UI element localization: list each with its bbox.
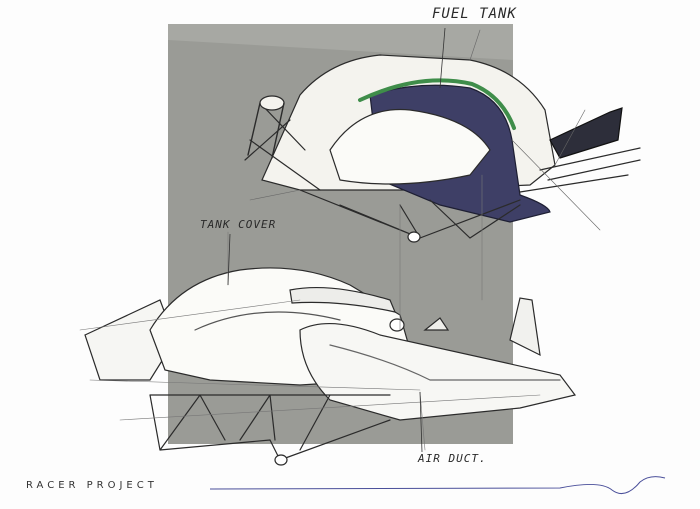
frame-pivot-bolt (407, 231, 421, 243)
upper-fuel-tank-sketch (244, 29, 641, 243)
air-duct-label: AIR DUCT. (418, 452, 487, 465)
intake-slot (289, 286, 396, 313)
duct-clamp-bolt (389, 318, 405, 332)
fuel-tank-leader (439, 27, 446, 89)
upper-frame-tubes (244, 104, 521, 239)
green-trim-strip (358, 78, 516, 130)
large-air-duct (299, 323, 577, 421)
air-duct-leader (419, 391, 423, 453)
project-title: RACER PROJECT (26, 480, 158, 491)
lower-tank-cover-sketch (79, 174, 577, 466)
headstock-cylinder (259, 95, 285, 111)
tank-front-cover (329, 108, 491, 185)
fuel-tank-label: FUEL TANK (432, 6, 517, 22)
dark-seat-pad (549, 107, 623, 159)
lower-frame-lattice (149, 394, 391, 461)
backdrop-fade (168, 24, 513, 60)
tank-cover-leader (227, 233, 231, 286)
lower-pivot-bolt (274, 454, 288, 466)
signature-underline (209, 476, 666, 495)
tank-cover-label: TANK COVER (200, 218, 277, 231)
front-fin (509, 297, 541, 357)
construction-lines (249, 29, 601, 231)
lower-construction-lines (79, 174, 541, 451)
tail-rails (519, 147, 641, 193)
small-tab (423, 317, 450, 331)
